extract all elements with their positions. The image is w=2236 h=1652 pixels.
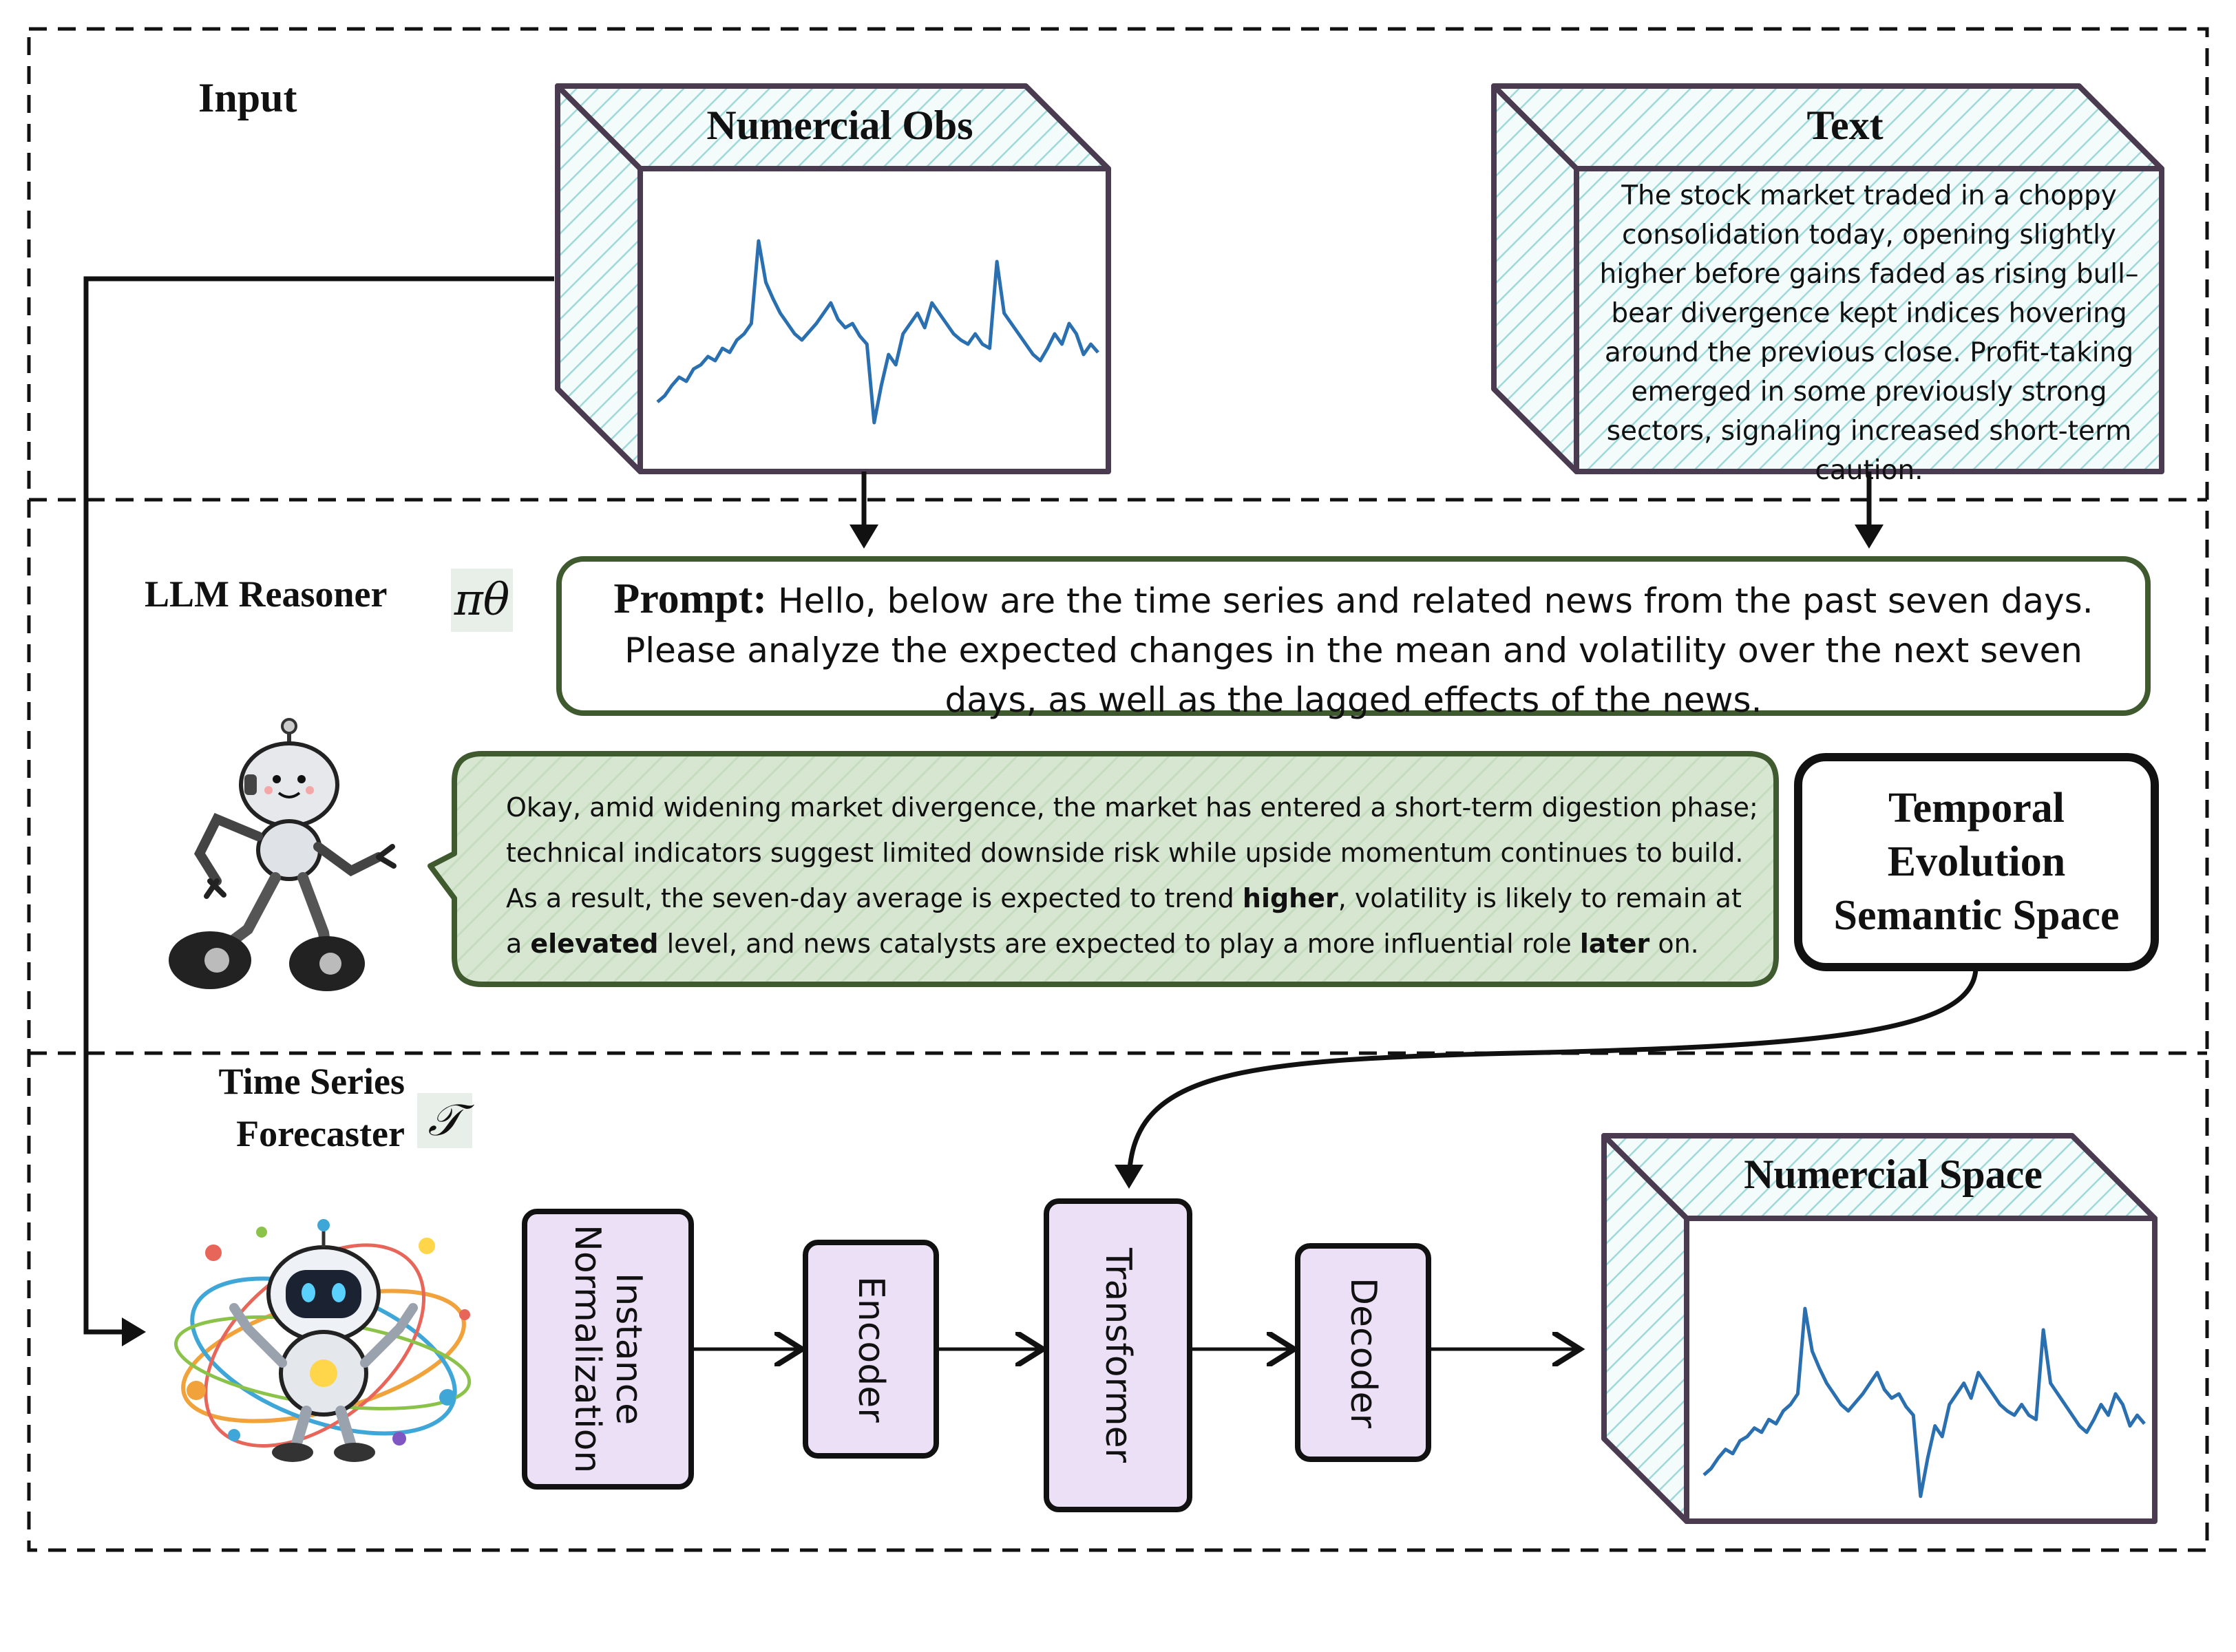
response-line: As a result, the seven-day average is ex… <box>506 883 1742 913</box>
forecaster-label-line2: Forecaster <box>236 1113 405 1154</box>
instance-norm-line: Instance <box>608 1273 649 1426</box>
numerical-space-title: Numercial Space <box>1744 1152 2043 1197</box>
semantic-space-line: Evolution <box>1887 838 2066 885</box>
prompt-text: Hello, below are the time series and rel… <box>624 581 2093 720</box>
emphasis-later: later <box>1579 929 1650 959</box>
transformer-label: Transformer <box>1097 1247 1139 1463</box>
decoder-label: Decoder <box>1342 1277 1384 1428</box>
numerical-space-series <box>1702 1306 2146 1499</box>
response-bubble <box>428 751 1779 987</box>
numerical-obs-title: Numercial Obs <box>706 103 973 148</box>
pipeline-blocks <box>522 1198 1431 1512</box>
encoder-block: Encoder <box>805 1242 936 1456</box>
instance-normalization-label: Instance Normalization <box>567 1225 649 1473</box>
text-panel-title: Text <box>1806 103 1884 148</box>
transformer-block: Transformer <box>1046 1201 1190 1510</box>
prompt-label: Prompt: <box>613 575 768 622</box>
input-section-label: Input <box>198 75 297 120</box>
walking-robot-icon <box>169 718 397 991</box>
prompt-box: Prompt: Hello, below are the time series… <box>556 556 2151 720</box>
news-text: The stock market traded in a choppy cons… <box>1599 180 2139 486</box>
emphasis-elevated: elevated <box>530 929 659 959</box>
numerical-obs-series <box>656 239 1099 425</box>
decoder-block: Decoder <box>1298 1246 1428 1459</box>
response-line: technical indicators suggest limited dow… <box>506 838 1744 868</box>
response-text: Okay, amid widening market divergence, t… <box>506 785 1759 966</box>
flow-arrows <box>83 276 1979 1346</box>
policy-symbol: πθ <box>451 569 513 632</box>
forecaster-label-line1: Time Series <box>218 1061 405 1102</box>
llm-reasoner-label: LLM Reasoner <box>145 573 388 615</box>
encoder-label: Encoder <box>850 1275 892 1423</box>
instance-norm-line: Normalization <box>567 1225 608 1474</box>
juggling-robot-icon <box>174 1219 472 1462</box>
forecaster-symbol: 𝒯 <box>417 1093 472 1148</box>
text-box <box>1491 83 2164 474</box>
response-line: a elevated level, and news catalysts are… <box>506 929 1699 959</box>
numerical-space-box <box>1601 1133 2158 1524</box>
semantic-space-line: Temporal <box>1888 785 2065 832</box>
semantic-space-label: Temporal Evolution Semantic Space <box>1802 781 2151 942</box>
response-line: Okay, amid widening market divergence, t… <box>506 792 1758 823</box>
instance-normalization-block: Instance Normalization <box>525 1211 691 1487</box>
semantic-space-line: Semantic Space <box>1833 892 2120 939</box>
section-frames <box>27 27 2209 1552</box>
emphasis-higher: higher <box>1242 883 1338 913</box>
